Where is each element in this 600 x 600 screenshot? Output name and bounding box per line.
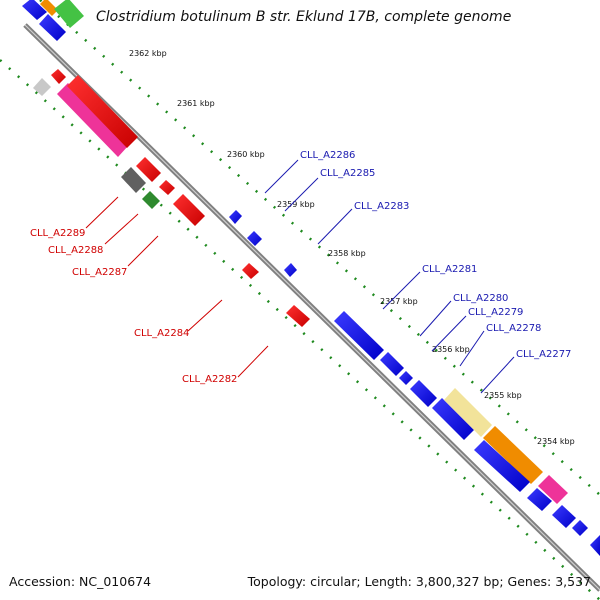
label-leader [480,356,515,394]
gene-label-reverse[interactable]: CLL_A2284 [134,328,189,339]
feature-green[interactable] [54,0,84,28]
label-leader [127,235,159,267]
feature-darkgreen[interactable] [142,191,160,209]
gene-arrow-reverse[interactable] [136,157,161,182]
gene-label-forward[interactable]: CLL_A2278 [486,323,541,334]
gene-arrow-forward[interactable] [247,231,262,246]
label-leader [187,299,223,332]
gene-arrow-forward[interactable] [284,263,297,277]
label-leader [85,196,119,229]
gene-arrow-forward[interactable] [527,488,552,511]
gene-label-forward[interactable]: CLL_A2281 [422,264,477,275]
gene-label-reverse[interactable]: CLL_A2288 [48,245,103,256]
gene-arrow-forward[interactable] [410,380,437,407]
kbp-label: 2358 kbp [328,249,366,258]
gene-label-forward[interactable]: CLL_A2279 [468,307,523,318]
gene-arrow-forward[interactable] [22,0,47,20]
gene-label-forward[interactable]: CLL_A2277 [516,349,571,360]
gene-arrow-reverse[interactable] [67,75,138,148]
feature-pale-yellow[interactable] [444,388,492,437]
kbp-label: 2354 kbp [537,437,575,446]
gene-arrow-forward[interactable] [590,535,600,556]
gene-arrow-reverse[interactable] [159,180,175,195]
kbp-label: 2356 kbp [432,345,470,354]
gene-label-reverse[interactable]: CLL_A2289 [30,228,85,239]
label-leader [382,271,421,310]
inner-tick-guide [0,59,600,600]
gene-arrow-forward[interactable] [334,311,384,360]
label-leader [431,315,467,352]
label-leader [264,159,299,194]
feature-darkgrey[interactable] [121,167,146,193]
gene-arrow-forward[interactable] [572,520,588,536]
gene-arrow-forward[interactable] [474,440,530,492]
gene-label-forward[interactable]: CLL_A2285 [320,168,375,179]
gene-label-forward[interactable]: CLL_A2286 [300,150,355,161]
outer-tick-guide [39,0,600,496]
gene-arrow-reverse[interactable] [286,305,310,327]
gene-arrow-reverse[interactable] [51,69,66,84]
gene-arrow-reverse[interactable] [242,263,259,279]
label-leader [317,208,353,245]
feature-orange[interactable] [40,0,58,16]
label-leader [419,300,452,337]
kbp-label: 2361 kbp [177,99,215,108]
kbp-label: 2359 kbp [277,200,315,209]
map-title: Clostridium botulinum B str. Eklund 17B,… [96,9,512,25]
kbp-label: 2355 kbp [484,391,522,400]
genome-summary-text: Topology: circular; Length: 3,800,327 bp… [247,574,591,589]
feature-orange[interactable] [483,426,543,484]
gene-arrow-forward[interactable] [39,14,66,41]
label-leader [104,213,139,245]
label-leader [284,177,319,212]
gene-label-reverse[interactable]: CLL_A2282 [182,374,237,385]
genome-backbone-highlight [24,24,600,591]
label-leader [237,345,269,378]
gene-label-reverse[interactable]: CLL_A2287 [72,267,127,278]
gene-label-forward[interactable]: CLL_A2280 [453,293,508,304]
gene-label-forward[interactable]: CLL_A2283 [354,201,409,212]
gene-arrow-forward[interactable] [380,352,404,376]
feature-grey[interactable] [33,78,51,96]
gene-arrow-forward[interactable] [399,371,413,385]
gene-arrow-forward[interactable] [552,505,576,528]
kbp-label: 2360 kbp [227,150,265,159]
accession-text: Accession: NC_010674 [9,574,152,589]
gene-arrow-reverse[interactable] [173,194,205,226]
feature-magenta[interactable] [538,475,568,504]
label-leader [459,330,485,367]
kbp-label: 2357 kbp [380,297,418,306]
kbp-label: 2362 kbp [129,49,167,58]
gene-arrow-forward[interactable] [229,210,242,224]
gene-arrow-forward[interactable] [432,398,474,440]
feature-magenta[interactable] [57,83,128,157]
